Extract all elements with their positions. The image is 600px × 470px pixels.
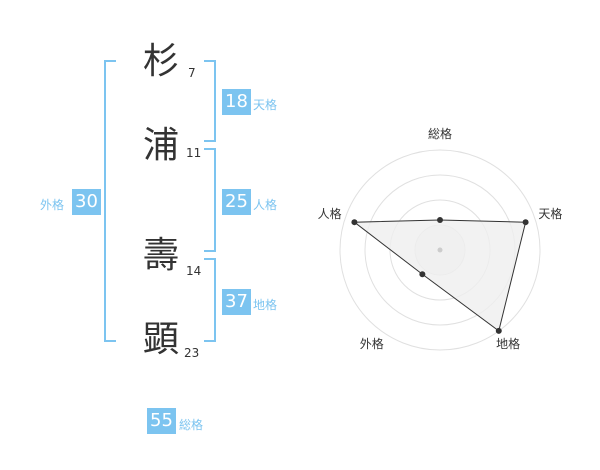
name-char-3: 壽 <box>143 235 180 276</box>
name-char-4: 顕 <box>143 319 180 360</box>
radar-center <box>437 247 443 253</box>
tenkaku-label: 天格 <box>253 98 278 112</box>
jinkaku-label: 人格 <box>253 198 278 212</box>
chikaku-value: 37 <box>222 289 251 315</box>
radar-axis-label-0: 総格 <box>428 126 452 141</box>
soukaku-value: 55 <box>147 408 176 434</box>
radar-point-3 <box>419 271 426 278</box>
chikaku-bracket <box>204 258 216 342</box>
name-char-1: 杉 <box>143 41 180 82</box>
name-char-2: 浦 <box>143 125 180 166</box>
gaikaku-label: 外格 <box>40 198 65 212</box>
stroke-count-2: 11 <box>186 146 202 160</box>
radar-axis-label-4: 人格 <box>318 206 342 221</box>
jinkaku-bracket <box>204 148 216 252</box>
jinkaku-value: 25 <box>222 189 251 215</box>
chikaku-label: 地格 <box>253 298 278 312</box>
radar-polygon <box>352 219 527 332</box>
radar-point-4 <box>351 219 358 226</box>
gaikaku-bracket <box>104 60 116 342</box>
radar-axis-label-1: 天格 <box>538 206 562 221</box>
radar-ring-4 <box>339 149 541 351</box>
radar-axis-label-2: 地格 <box>496 336 520 351</box>
stroke-count-3: 14 <box>186 264 202 278</box>
radar-point-2 <box>495 327 502 334</box>
tenkaku-bracket <box>204 60 216 142</box>
radar-axis-label-3: 外格 <box>360 336 384 351</box>
soukaku-label: 総格 <box>179 418 204 432</box>
gaikaku-value: 30 <box>72 189 101 215</box>
stroke-count-1: 7 <box>188 66 196 80</box>
radar-point-0 <box>437 217 443 223</box>
radar-point-1 <box>522 219 529 226</box>
radar-points <box>351 217 529 334</box>
tenkaku-value: 18 <box>222 89 251 115</box>
stroke-count-4: 23 <box>184 346 200 360</box>
